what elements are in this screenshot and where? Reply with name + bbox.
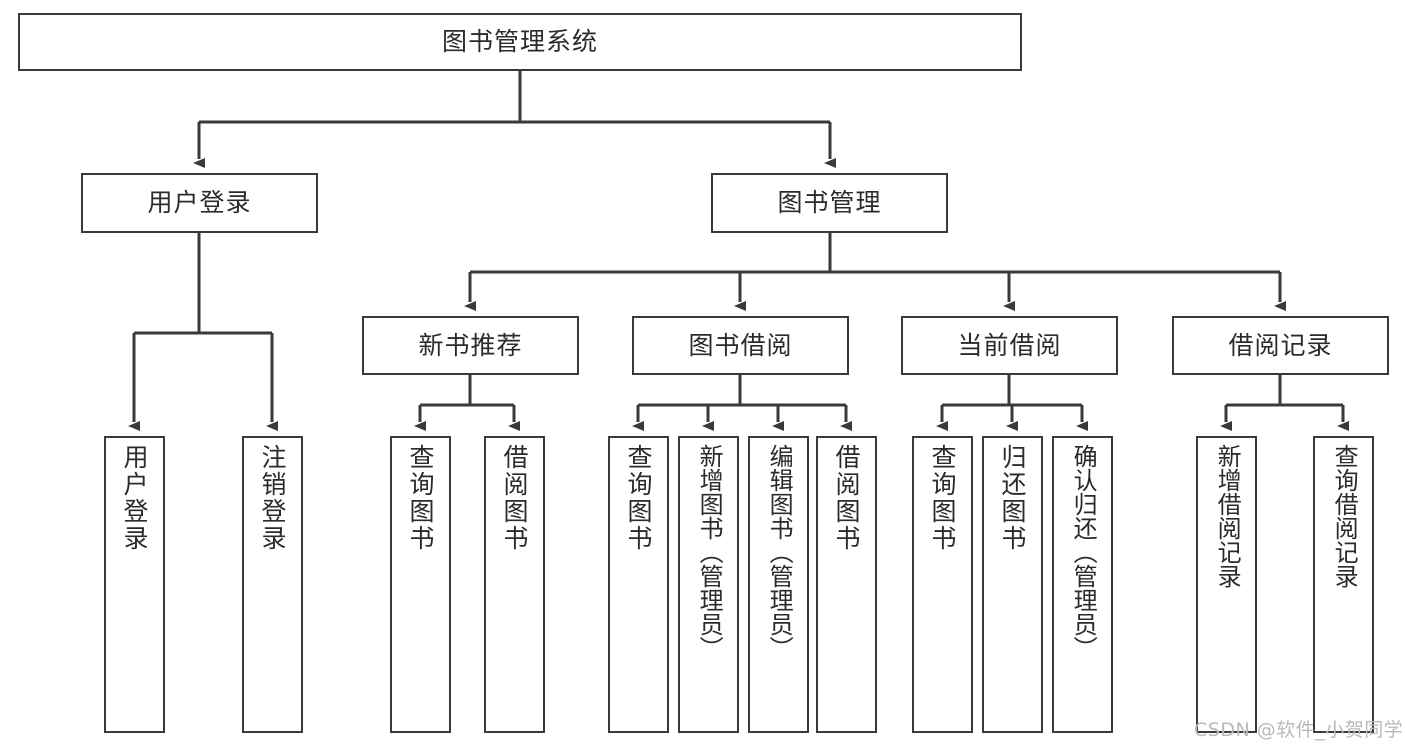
node-book-management[interactable]: 图书管理 — [711, 173, 948, 233]
leaf-label: 注销登录 — [258, 444, 287, 552]
leaf-node-logout-login[interactable]: 注销登录 — [242, 436, 303, 733]
node-borrow-record[interactable]: 借阅记录 — [1172, 316, 1389, 375]
leaf-label: 确认归还（管理员） — [1069, 444, 1098, 660]
node-book-borrow[interactable]: 图书借阅 — [632, 316, 849, 375]
leaf-node-query-borrow-record[interactable]: 查询借阅记录 — [1313, 436, 1374, 733]
leaf-node-borrow-book-recommend[interactable]: 借阅图书 — [484, 436, 545, 733]
leaf-node-add-book-admin[interactable]: 新增图书（管理员） — [678, 436, 739, 733]
node-book-borrow-label: 图书借阅 — [688, 330, 793, 360]
leaf-label: 查询借阅记录 — [1330, 444, 1359, 588]
node-current-borrow[interactable]: 当前借阅 — [901, 316, 1118, 375]
leaf-label: 归还图书 — [998, 444, 1027, 552]
leaf-label: 查询图书 — [624, 444, 653, 552]
leaf-node-borrow-book[interactable]: 借阅图书 — [816, 436, 877, 733]
leaf-node-query-book-recommend[interactable]: 查询图书 — [390, 436, 451, 733]
node-current-borrow-label: 当前借阅 — [957, 330, 1062, 360]
node-user-login[interactable]: 用户登录 — [81, 173, 318, 233]
node-root-label: 图书管理系统 — [441, 27, 598, 57]
leaf-label: 编辑图书（管理员） — [765, 444, 794, 660]
node-new-book-recommend[interactable]: 新书推荐 — [362, 316, 579, 375]
leaf-label: 查询图书 — [406, 444, 435, 552]
leaf-node-confirm-return-admin[interactable]: 确认归还（管理员） — [1052, 436, 1113, 733]
leaf-label: 借阅图书 — [500, 444, 529, 552]
leaf-node-user-login[interactable]: 用户登录 — [104, 436, 165, 733]
leaf-node-return-book[interactable]: 归还图书 — [982, 436, 1043, 733]
leaf-label: 借阅图书 — [832, 444, 861, 552]
leaf-label: 用户登录 — [120, 444, 149, 552]
leaf-label: 查询图书 — [928, 444, 957, 552]
leaf-node-add-borrow-record[interactable]: 新增借阅记录 — [1196, 436, 1257, 733]
leaf-label: 新增图书（管理员） — [695, 444, 724, 660]
node-book-management-label: 图书管理 — [777, 188, 882, 218]
node-new-book-recommend-label: 新书推荐 — [418, 330, 523, 360]
leaf-node-edit-book-admin[interactable]: 编辑图书（管理员） — [748, 436, 809, 733]
leaf-node-query-book-current[interactable]: 查询图书 — [912, 436, 973, 733]
node-user-login-label: 用户登录 — [147, 188, 252, 218]
leaf-node-query-book-borrow[interactable]: 查询图书 — [608, 436, 669, 733]
node-borrow-record-label: 借阅记录 — [1228, 330, 1333, 360]
leaf-label: 新增借阅记录 — [1213, 444, 1242, 588]
node-root[interactable]: 图书管理系统 — [18, 13, 1022, 71]
